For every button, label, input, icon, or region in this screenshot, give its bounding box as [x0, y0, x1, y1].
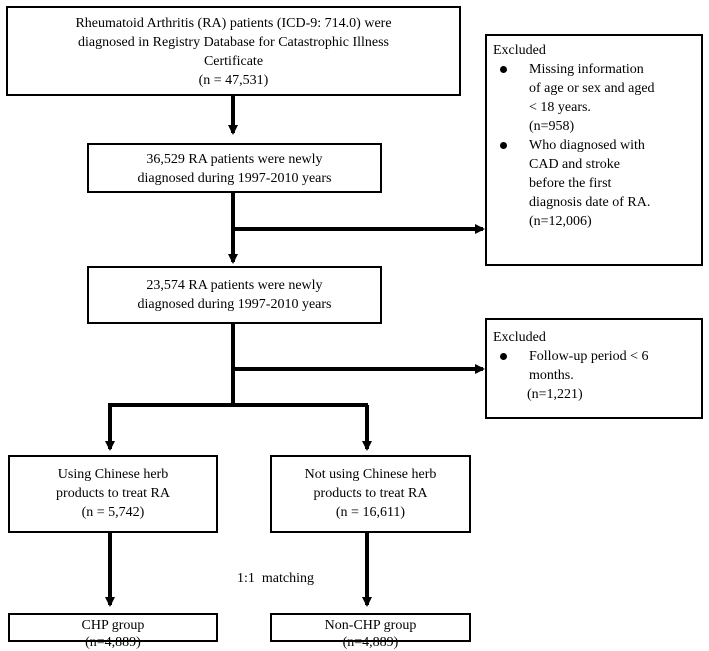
excluded-1-item-2-count: (n=12,006): [529, 214, 592, 229]
excluded-1-title: Excluded: [493, 43, 546, 58]
bullet-icon: [500, 66, 507, 73]
box-ra-registry-line-4: (n = 47,531): [198, 73, 269, 88]
box-newly-diagnosed-1-line-1: 36,529 RA patients were newly: [146, 152, 323, 167]
box-excluded-1: Excluded Missing information of age or s…: [485, 34, 703, 266]
box-newly-diagnosed-2-line-2: diagnosed during 1997-2010 years: [137, 297, 332, 312]
box-ra-registry-line-2: diagnosed in Registry Database for Catas…: [77, 35, 390, 50]
bullet-icon: [500, 142, 507, 149]
box-ra-registry-line-1: Rheumatoid Arthritis (RA) patients (ICD-…: [75, 16, 392, 31]
excluded-2-item-follow-up: Follow-up period < 6 months.: [487, 347, 701, 385]
box-newly-diagnosed-1: 36,529 RA patients were newly diagnosed …: [87, 143, 382, 193]
box-non-chp-group-count: (n=4,889): [342, 635, 399, 650]
excluded-1-item-2-line-3: before the first: [529, 176, 612, 191]
box-not-using-chinese-herb-line-2: products to treat RA: [313, 486, 428, 501]
box-ra-registry: Rheumatoid Arthritis (RA) patients (ICD-…: [6, 6, 461, 96]
box-newly-diagnosed-1-line-2: diagnosed during 1997-2010 years: [137, 171, 332, 186]
box-ra-registry-line-3: Certificate: [203, 54, 264, 69]
bullet-icon: [500, 353, 507, 360]
excluded-1-item-missing-info: Missing information of age or sex and ag…: [487, 60, 701, 136]
box-not-using-chinese-herb-line-1: Not using Chinese herb: [304, 467, 437, 482]
box-excluded-2: Excluded Follow-up period < 6 months. (n…: [485, 318, 703, 419]
excluded-1-item-1-line-2: of age or sex and aged: [529, 81, 655, 96]
excluded-1-item-2-line-1: Who diagnosed with: [529, 138, 645, 153]
excluded-2-item-1-line-1: Follow-up period < 6: [529, 349, 649, 364]
excluded-1-item-2-line-2: CAD and stroke: [529, 157, 620, 172]
box-using-chinese-herb-line-1: Using Chinese herb: [57, 467, 169, 482]
excluded-1-item-1-count: (n=958): [529, 119, 575, 134]
box-not-using-chinese-herb-count: (n = 16,611): [335, 505, 406, 520]
excluded-1-item-1-line-3: < 18 years.: [529, 100, 591, 115]
box-chp-group-count: (n=4,889): [85, 635, 141, 650]
excluded-2-item-1-count: (n=1,221): [527, 387, 583, 402]
box-newly-diagnosed-2: 23,574 RA patients were newly diagnosed …: [87, 266, 382, 324]
box-not-using-chinese-herb: Not using Chinese herb products to treat…: [270, 455, 471, 533]
box-chp-group-line-1: CHP group: [81, 618, 145, 633]
excluded-1-item-cad-stroke: Who diagnosed with CAD and stroke before…: [487, 136, 701, 231]
box-chp-group: CHP group (n=4,889): [8, 613, 218, 650]
box-using-chinese-herb-count: (n = 5,742): [81, 505, 145, 520]
matching-label: 1:1 matching: [237, 571, 314, 586]
excluded-2-item-1-line-2: months.: [529, 368, 574, 383]
excluded-1-item-1-line-1: Missing information: [529, 62, 644, 77]
box-non-chp-group: Non-CHP group (n=4,889): [270, 613, 471, 650]
excluded-1-list: Missing information of age or sex and ag…: [487, 60, 701, 231]
box-using-chinese-herb-line-2: products to treat RA: [56, 486, 170, 501]
excluded-1-item-2-line-4: diagnosis date of RA.: [529, 195, 651, 210]
excluded-2-list: Follow-up period < 6 months.: [487, 347, 701, 385]
box-non-chp-group-line-1: Non-CHP group: [324, 618, 417, 633]
box-using-chinese-herb: Using Chinese herb products to treat RA …: [8, 455, 218, 533]
box-newly-diagnosed-2-line-1: 23,574 RA patients were newly: [146, 278, 323, 293]
excluded-2-title: Excluded: [493, 330, 546, 345]
